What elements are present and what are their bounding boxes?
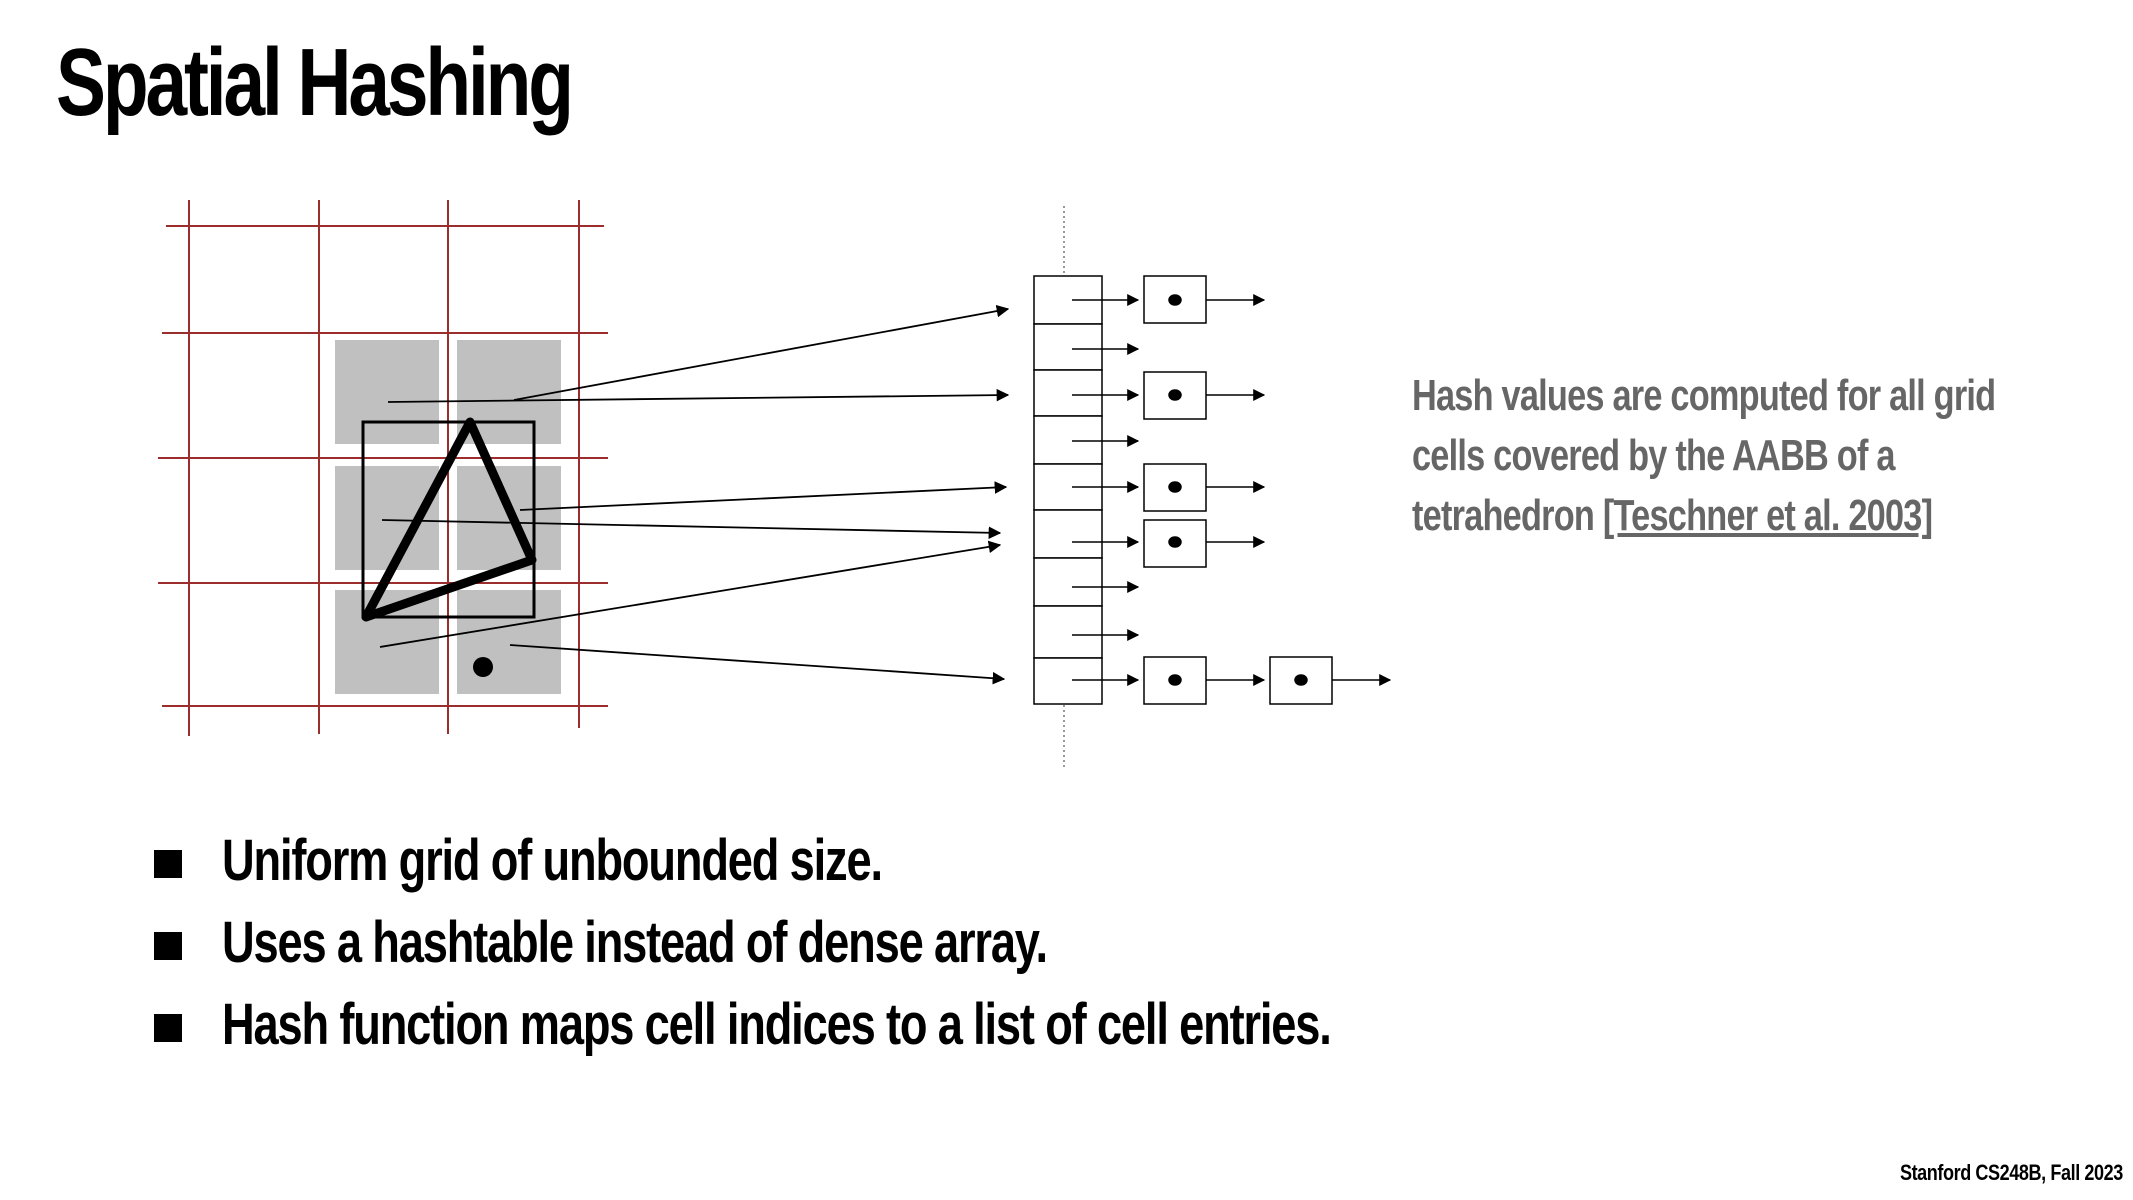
hash-description: Hash values are computed for all grid ce… <box>1412 366 2020 546</box>
bullet-text: Hash function maps cell indices to a lis… <box>222 992 1332 1057</box>
hash-slot <box>1033 557 1103 607</box>
bullet-square-icon <box>154 932 182 960</box>
entry-dot <box>1168 481 1182 493</box>
hash-slot <box>1033 657 1103 705</box>
hash-slot <box>1033 415 1103 465</box>
entry-dot <box>1168 674 1182 686</box>
slide-title: Spatial Hashing <box>56 29 574 136</box>
bullet-text: Uses a hashtable instead of dense array. <box>222 910 1048 975</box>
bullet-square-icon <box>154 850 182 878</box>
mapping-arrow <box>381 519 1002 540</box>
mapping-arrow <box>519 481 1008 511</box>
mapping-arrow <box>379 540 1002 648</box>
bucket-entries <box>1143 275 1392 705</box>
entry-dot <box>1294 674 1308 686</box>
slot-pointers <box>1072 294 1140 686</box>
entry-dot <box>1168 294 1182 306</box>
tetrahedron-shape <box>361 417 537 622</box>
bucket-entry <box>1143 463 1207 512</box>
hash-slot <box>1033 369 1103 417</box>
hash-table <box>1033 275 1103 705</box>
hash-mapping-arrows <box>379 304 1010 685</box>
mapping-arrow <box>509 644 1006 685</box>
course-footer: Stanford CS248B, Fall 2023 <box>1900 1160 2123 1185</box>
aabb-box <box>361 420 536 619</box>
citation-link[interactable]: [Teschner et al. 2003] <box>1602 491 1933 540</box>
entry-dot <box>1168 389 1182 401</box>
hash-slot <box>1033 605 1103 659</box>
hash-slot <box>1033 323 1103 371</box>
covered-cell <box>457 590 561 694</box>
entry-dot <box>1168 536 1182 548</box>
hash-slot <box>1033 509 1103 559</box>
bullet-text: Uniform grid of unbounded size. <box>222 828 883 893</box>
hash-description-text: Hash values are computed for all grid ce… <box>1412 371 1996 540</box>
bullet-square-icon <box>154 1014 182 1042</box>
covered-cell <box>335 340 439 444</box>
mapping-arrow <box>513 304 1010 401</box>
point-object <box>473 657 493 677</box>
mapping-arrow <box>387 388 1010 403</box>
